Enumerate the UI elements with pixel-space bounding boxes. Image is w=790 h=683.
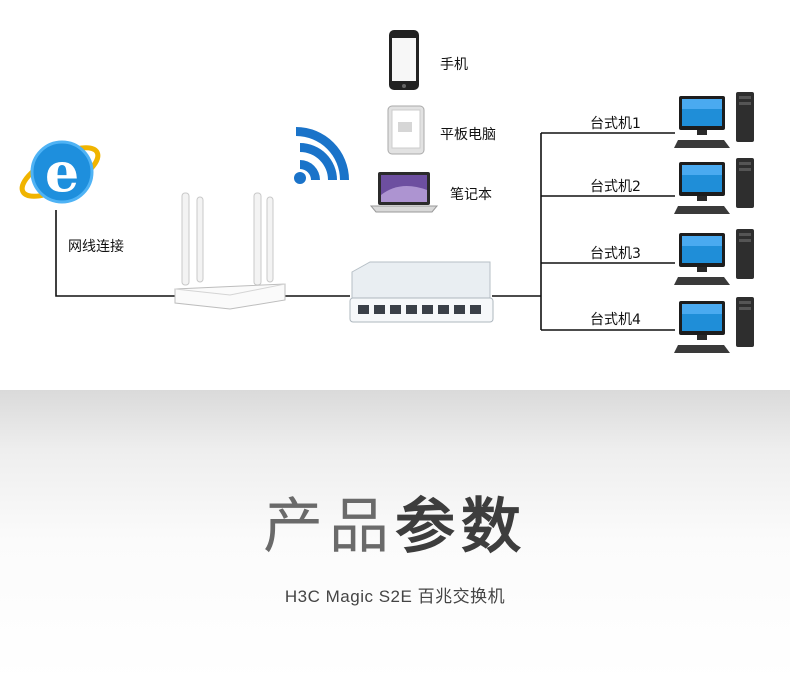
network-topology-diagram: e — [19, 30, 754, 353]
tablet-label: 平板电脑 — [440, 127, 496, 143]
network-switch-icon — [349, 261, 494, 323]
tablet-icon — [387, 105, 425, 155]
desktop-3-label: 台式机3 — [590, 246, 641, 262]
section-title: 产品参数 — [0, 478, 790, 565]
desktop-2-label: 台式机2 — [590, 179, 641, 195]
wireless-router-icon — [174, 192, 286, 310]
section-title-light: 产品 — [263, 492, 395, 562]
wired-connection-label: 网线连接 — [68, 239, 124, 255]
phone-label: 手机 — [440, 57, 468, 73]
phone-icon — [389, 30, 419, 90]
desktop-computer-icon — [674, 92, 754, 148]
connection-lines — [55, 132, 675, 331]
desktop-4-label: 台式机4 — [590, 312, 641, 328]
wifi-signal-icon — [294, 127, 349, 184]
desktop-computer-icon — [674, 158, 754, 214]
section-title-bold: 参数 — [395, 492, 527, 562]
desktop-1-label: 台式机1 — [590, 116, 641, 132]
svg-text:e: e — [45, 140, 79, 204]
desktop-computer-icon — [674, 229, 754, 285]
laptop-label: 笔记本 — [450, 187, 492, 203]
product-subtitle: H3C Magic S2E 百兆交换机 — [284, 587, 506, 606]
wired-link-line — [55, 210, 178, 297]
desktop-computer-icon — [674, 297, 754, 353]
laptop-icon — [369, 172, 439, 213]
internet-explorer-icon: e — [19, 140, 101, 204]
parameters-panel — [0, 390, 790, 683]
